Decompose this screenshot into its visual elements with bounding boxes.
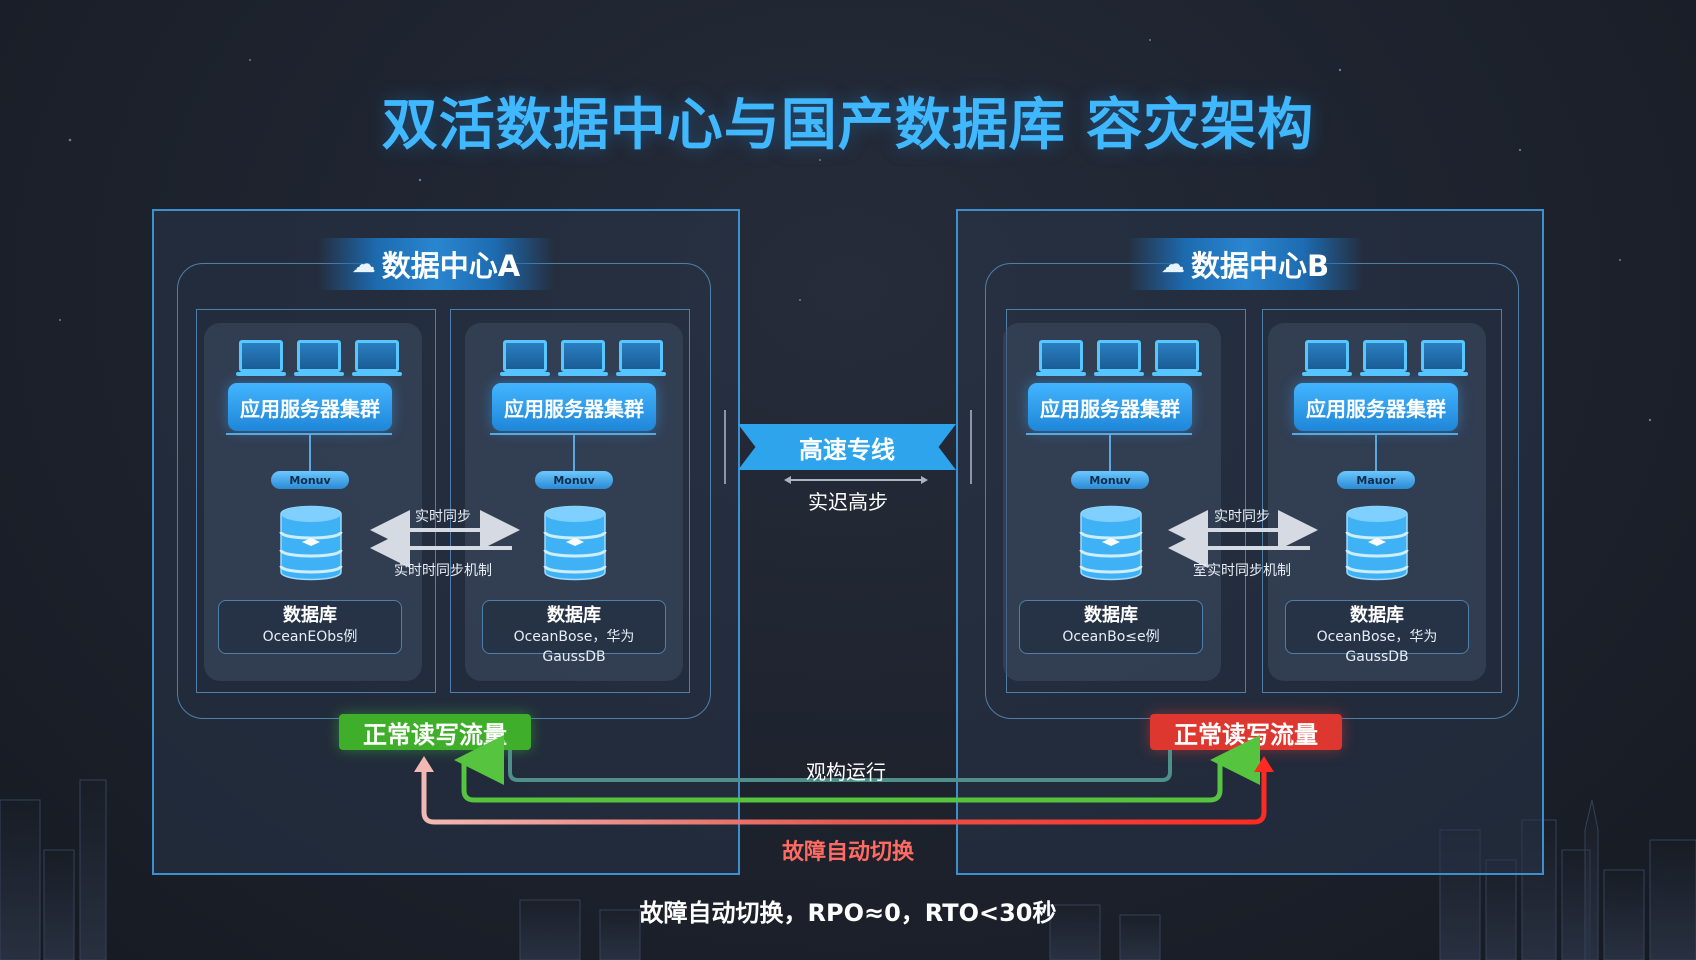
monitor-badge-b1: Monuv (1071, 471, 1149, 489)
db-label-b2: 数据库 OceanBose，华为GaussDB (1285, 600, 1469, 665)
connector-a1 (309, 435, 311, 471)
cluster-base-a2 (490, 433, 656, 435)
high-speed-link-frame (724, 410, 972, 484)
db-subtitle: OceanBo≤e例 (1062, 629, 1160, 645)
zone-a2-top (450, 309, 690, 310)
monitor-icon (236, 340, 286, 376)
monitor-badge-a1: Monuv (271, 471, 349, 489)
server-monitors-a1 (236, 340, 402, 376)
monitor-icon (616, 340, 666, 376)
high-speed-link-subtitle: 实迟高步 (808, 490, 888, 514)
db-title: 数据库 (283, 605, 337, 626)
db-subtitle: OceanBose，华为GaussDB (1316, 629, 1438, 665)
datacenter-a-title: ☁ 数据中心A (318, 238, 554, 290)
zone-b2 (1262, 309, 1502, 693)
failover-flow-path (421, 760, 1267, 825)
database-icon (1345, 505, 1409, 581)
db-title: 数据库 (1084, 605, 1138, 626)
footer-summary: 故障自动切换，RPO≈0，RTO<30秒 (639, 899, 1057, 927)
database-icon (1079, 505, 1143, 581)
link-double-arrow (784, 476, 928, 483)
monitor-icon (1360, 340, 1410, 376)
sync-label-a-bottom: 实时时同步机制 (394, 563, 492, 579)
monitor-icon (294, 340, 344, 376)
datacenter-b-title: ☁ 数据中心B (1127, 238, 1363, 290)
monitor-badge-b2: Mauor (1337, 471, 1415, 489)
zone-a1-top (196, 309, 436, 310)
sync-arrow-a (370, 510, 520, 568)
app-cluster-b1: 应用服务器集群 (1028, 383, 1192, 431)
database-icon (279, 505, 343, 581)
datacenter-b-title-text: 数据中心B (1190, 249, 1330, 283)
cluster-base-b1 (1026, 433, 1192, 435)
db-label-a1: 数据库 OceanЕObs例 (218, 600, 402, 654)
sync-label-b-bottom: 室实时同步机制 (1193, 563, 1291, 579)
monitor-badge-a2: Monuv (535, 471, 613, 489)
server-monitors-b2 (1302, 340, 1468, 376)
db-subtitle: OceanBose，华为GaussDB (513, 629, 635, 665)
sync-arrow-b (1168, 510, 1318, 568)
app-cluster-a1: 应用服务器集群 (228, 383, 392, 431)
sync-label-a-top: 实时同步 (415, 509, 471, 525)
failover-arrow-left (414, 756, 434, 772)
zone-a2 (450, 309, 690, 693)
server-monitors-a2 (500, 340, 666, 376)
connector-a2 (573, 435, 575, 471)
failover-flow-label: 故障自动切换 (781, 840, 914, 865)
cloud-icon: ☁ (1160, 250, 1185, 278)
app-cluster-a2: 应用服务器集群 (492, 383, 656, 431)
zone-b1-top (1006, 309, 1246, 310)
connector-b2 (1375, 435, 1377, 471)
cloud-icon: ☁ (351, 250, 376, 278)
zone-b2-top (1262, 309, 1502, 310)
high-speed-link-banner: 高速专线 (738, 424, 956, 470)
page-title: 双活数据中心与国产数据库 容灾架构 (381, 93, 1315, 158)
cluster-base-b2 (1292, 433, 1458, 435)
server-monitors-b1 (1036, 340, 1202, 376)
db-label-a2: 数据库 OceanBose，华为GaussDB (482, 600, 666, 665)
failover-arrow-right (1254, 756, 1274, 772)
monitor-icon (558, 340, 608, 376)
connector-b1 (1109, 435, 1111, 471)
monitor-icon (352, 340, 402, 376)
database-icon (543, 505, 607, 581)
db-label-b1: 数据库 OceanBo≤e例 (1019, 600, 1203, 654)
monitor-icon (1152, 340, 1202, 376)
normal-flow-label: 观构运行 (806, 760, 886, 784)
db-title: 数据库 (547, 605, 601, 626)
db-subtitle: OceanЕObs例 (262, 629, 358, 645)
active-flow-path (454, 735, 1260, 803)
sync-label-b-top: 实时同步 (1214, 509, 1270, 525)
cluster-base-a1 (226, 433, 392, 435)
app-cluster-b2: 应用服务器集群 (1294, 383, 1458, 431)
monitor-icon (1036, 340, 1086, 376)
monitor-icon (1094, 340, 1144, 376)
db-title: 数据库 (1350, 605, 1404, 626)
datacenter-a-title-text: 数据中心A (381, 249, 521, 283)
monitor-icon (500, 340, 550, 376)
monitor-icon (1302, 340, 1352, 376)
zone-a1 (196, 309, 436, 693)
monitor-icon (1418, 340, 1468, 376)
